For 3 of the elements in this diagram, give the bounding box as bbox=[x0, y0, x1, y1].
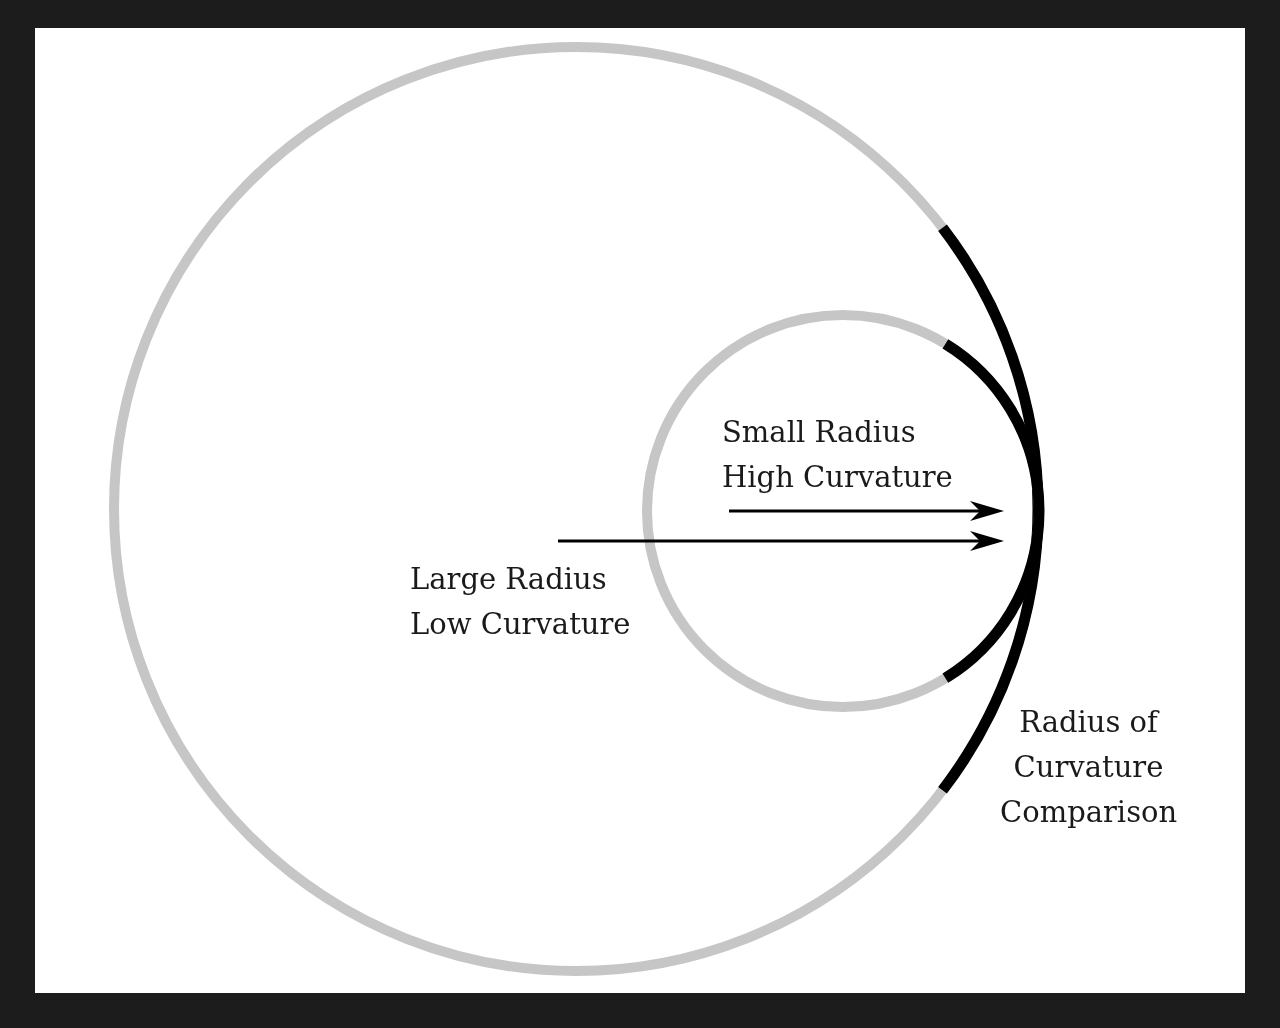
caption-text: Radius of Curvature Comparison bbox=[1000, 704, 1177, 831]
arrow-label: Large Radius Low Curvature bbox=[410, 561, 631, 643]
arrow-label: Small Radius High Curvature bbox=[722, 414, 953, 496]
